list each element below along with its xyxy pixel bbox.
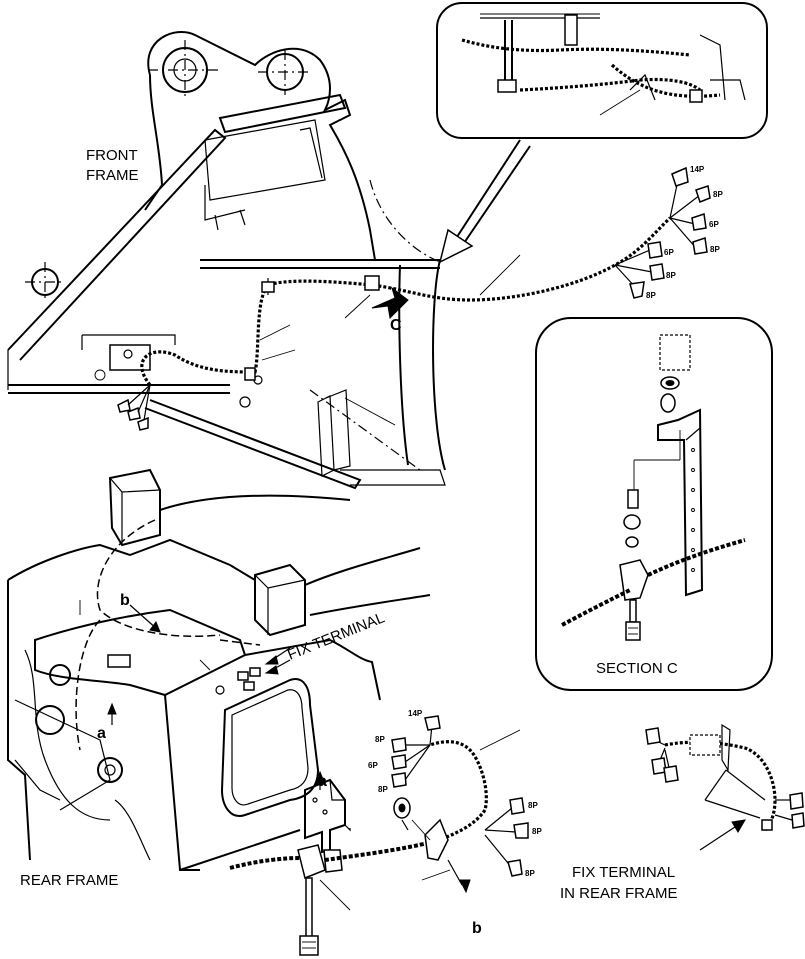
- rear-connector-label-1: 14P: [408, 709, 423, 718]
- rear-terminal-mini-view: [645, 723, 805, 851]
- front-frame-label-line1: FRONT: [86, 147, 138, 164]
- rear-connector-label-6: 8P: [532, 827, 542, 836]
- front-connector-label-6: 8P: [666, 271, 676, 280]
- rear-harness-detail: [229, 715, 529, 956]
- fix-terminal-rear-label-line1: FIX TERMINAL: [572, 864, 675, 881]
- detail-inset-box: [436, 2, 768, 139]
- section-c-box: [535, 317, 773, 691]
- rear-frame-drawing: [7, 468, 431, 871]
- rear-connector-label-3: 6P: [368, 761, 378, 770]
- front-connector-label-3: 6P: [709, 220, 719, 229]
- fix-terminal-label: FIX TERMINAL: [285, 609, 387, 663]
- rear-connector-label-5: 8P: [528, 801, 538, 810]
- front-connector-label-1: 14P: [690, 165, 705, 174]
- front-frame-label-line2: FRAME: [86, 167, 139, 184]
- front-connector-label-5: 6P: [664, 248, 674, 257]
- callout-a-detail-label: a: [318, 773, 327, 790]
- rear-connector-label-2: 8P: [375, 735, 385, 744]
- callout-a-frame-label: a: [97, 725, 106, 742]
- callout-c-label: C: [390, 317, 402, 334]
- rear-frame-label: REAR FRAME: [20, 872, 118, 889]
- front-frame-drawing: [7, 30, 711, 490]
- rear-connector-label-7: 8P: [525, 869, 535, 878]
- front-connector-label-2: 8P: [713, 190, 723, 199]
- callout-b-detail-label: b: [472, 920, 482, 937]
- front-connector-label-4: 8P: [710, 245, 720, 254]
- rear-connector-label-4: 8P: [378, 785, 388, 794]
- fix-terminal-rear-label-line2: IN REAR FRAME: [560, 885, 678, 902]
- front-connector-label-7: 8P: [646, 291, 656, 300]
- section-c-label: SECTION C: [596, 660, 678, 677]
- callout-b-frame-label: b: [120, 592, 130, 609]
